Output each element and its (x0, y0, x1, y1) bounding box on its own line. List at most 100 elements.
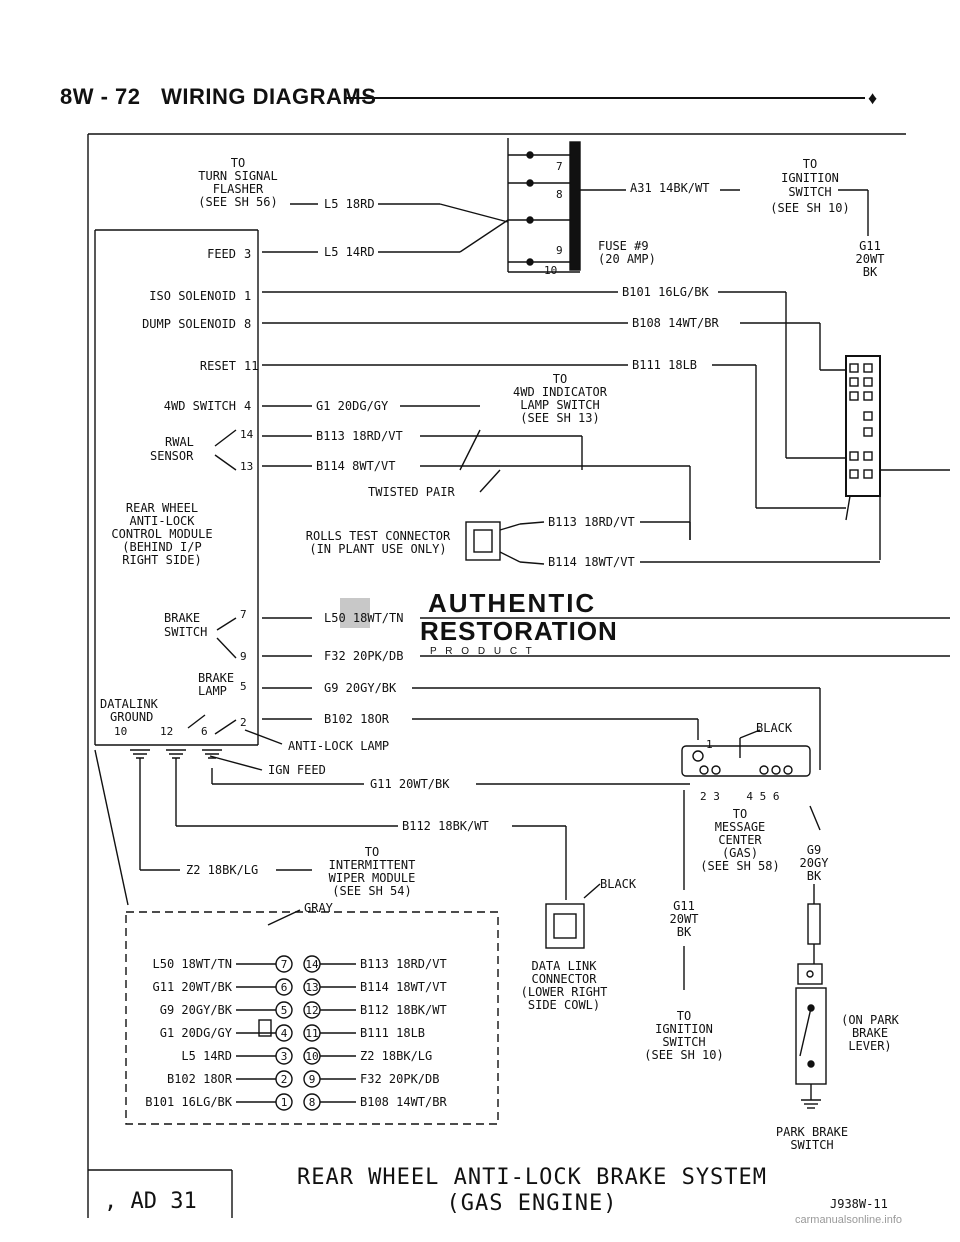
gray-connector-wire-label: B111 18LB (360, 1026, 425, 1040)
gray-connector-pin-number: 6 (281, 981, 288, 994)
gray-connector-wire-label: B112 18BK/WT (360, 1003, 447, 1017)
gray-connector-wire-label: B102 18OR (167, 1072, 233, 1086)
header-rule (345, 97, 865, 99)
module-name-line: (BEHIND I/P (122, 540, 201, 554)
turn-flasher-note: TURN SIGNAL (198, 169, 277, 183)
data-link-connector (545, 883, 601, 949)
gray-connector-pin (275, 1001, 293, 1019)
wire-label: B111 18LB (632, 358, 697, 372)
wire-label: L5 18RD (324, 197, 375, 211)
page-frame (87, 133, 906, 1218)
rwal-sensor-label: SENSOR (150, 449, 194, 463)
data-link-label: CONNECTOR (531, 972, 597, 986)
wiper-note: INTERMITTENT (329, 858, 416, 872)
wiper-note: WIPER MODULE (329, 871, 416, 885)
gray-connector-body (258, 909, 301, 1037)
g11-right-label: G11 (859, 239, 881, 253)
message-center-note: CENTER (718, 833, 762, 847)
park-brake-note: (ON PARK (841, 1013, 900, 1027)
ground-symbols (130, 749, 222, 759)
ignition-note: (SEE SH 10) (770, 201, 849, 215)
wire-label: L50 18WT/TN (324, 611, 403, 625)
message-center-note: MESSAGE (715, 820, 766, 834)
g9-right-label: BK (807, 869, 822, 883)
module-pin-label: RESET (200, 359, 236, 373)
gray-connector-wire-label: G11 20WT/BK (153, 980, 233, 994)
wire-label: B114 8WT/VT (316, 459, 395, 473)
wire-label: IGN FEED (268, 763, 326, 777)
gray-connector-pin (275, 1024, 293, 1042)
brake-lamp-pin: 5 (240, 680, 247, 693)
datalink-pin: 10 (114, 725, 127, 738)
module-pin-number: 11 (244, 359, 258, 373)
gray-connector-pin-number: 8 (309, 1096, 316, 1109)
gray-connector-pin-number: 2 (281, 1073, 288, 1086)
page-number: 8W - 72 (60, 84, 141, 109)
module-name-line: CONTROL MODULE (111, 527, 212, 541)
module-name-line: RIGHT SIDE) (122, 553, 201, 567)
fuse-pin: 8 (556, 188, 563, 201)
indicator-note: 4WD INDICATOR (513, 385, 608, 399)
brake-lamp-label: LAMP (198, 684, 227, 698)
svg-text:P R O D U C T: P R O D U C T (430, 646, 535, 657)
ignition-bottom-note: (SEE SH 10) (644, 1048, 723, 1062)
gray-connector-wire-label: F32 20PK/DB (360, 1072, 439, 1086)
wire-label: Z2 18BK/LG (186, 863, 258, 877)
wire-label: B101 16LG/BK (622, 285, 709, 299)
section-title: WIRING DIAGRAMS (161, 84, 377, 109)
upper-wires (262, 189, 869, 253)
fuse-label: (20 AMP) (598, 252, 656, 266)
module-name-line: ANTI-LOCK (129, 514, 195, 528)
gray-connector-wire-label: B114 18WT/VT (360, 980, 447, 994)
rolls-connector-label: (IN PLANT USE ONLY) (309, 542, 446, 556)
fuse-label: FUSE #9 (598, 239, 649, 253)
wire-label: A31 14BK/WT (630, 181, 709, 195)
rolls-connector (465, 521, 880, 565)
pin-arrows (187, 429, 237, 735)
diagram-subtitle: (GAS ENGINE) (447, 1191, 618, 1216)
data-link-label: (LOWER RIGHT (521, 985, 608, 999)
diagram-title: REAR WHEEL ANTI-LOCK BRAKE SYSTEM (297, 1165, 767, 1190)
g11-right-label: 20WT (856, 252, 885, 266)
module-name-line: REAR WHEEL (126, 501, 198, 515)
gray-connector-wire-label: G1 20DG/GY (160, 1026, 233, 1040)
fuse-pin: 9 (556, 244, 563, 257)
module-pin-label: ISO SOLENOID (149, 289, 236, 303)
ignition-note: SWITCH (788, 185, 831, 199)
diagram-code: J938W-11 (830, 1197, 888, 1211)
ignition-note: IGNITION (781, 171, 839, 185)
wire-label: F32 20PK/DB (324, 649, 403, 663)
gray-connector-pin (275, 1070, 293, 1088)
right-connector (845, 355, 950, 560)
wire-label: B112 18BK/WT (402, 819, 489, 833)
message-center-pin: 1 (706, 738, 713, 751)
g11-bottom-label: G11 (673, 899, 695, 913)
wire-label: B113 18RD/VT (316, 429, 403, 443)
gray-connector-wire-label: B113 18RD/VT (360, 957, 447, 971)
wire-label: B113 18RD/VT (548, 515, 635, 529)
gray-connector-pin-number: 10 (305, 1050, 318, 1063)
gray-connector-pin-number: 7 (281, 958, 288, 971)
wire-label: B102 18OR (324, 712, 390, 726)
lower-wires (94, 617, 950, 906)
module-pin-number: 1 (244, 289, 251, 303)
module-pin-number: 8 (244, 317, 251, 331)
gray-connector-pin-number: 1 (281, 1096, 288, 1109)
indicator-note: TO (553, 372, 567, 386)
message-center-note: TO (733, 807, 747, 821)
module-pin-number: 3 (244, 247, 251, 261)
gray-connector-wire-label: L50 18WT/TN (153, 957, 232, 971)
brake-switch-label: BRAKE (164, 611, 200, 625)
datalink-pin: 6 (201, 725, 208, 738)
fuse-pin: 7 (556, 160, 563, 173)
park-brake-note: LEVER) (848, 1039, 891, 1053)
turn-flasher-note: TO (231, 156, 245, 170)
ignition-bottom-note: IGNITION (655, 1022, 713, 1036)
module-pin-label: DUMP SOLENOID (142, 317, 236, 331)
message-center-note: (SEE SH 58) (700, 859, 779, 873)
module-pin-label: 4WD SWITCH (164, 399, 236, 413)
g11-bottom-label: BK (677, 925, 692, 939)
fuse-block (507, 138, 581, 273)
module-wires (262, 291, 846, 540)
fuse-pin: 10 (544, 264, 557, 277)
